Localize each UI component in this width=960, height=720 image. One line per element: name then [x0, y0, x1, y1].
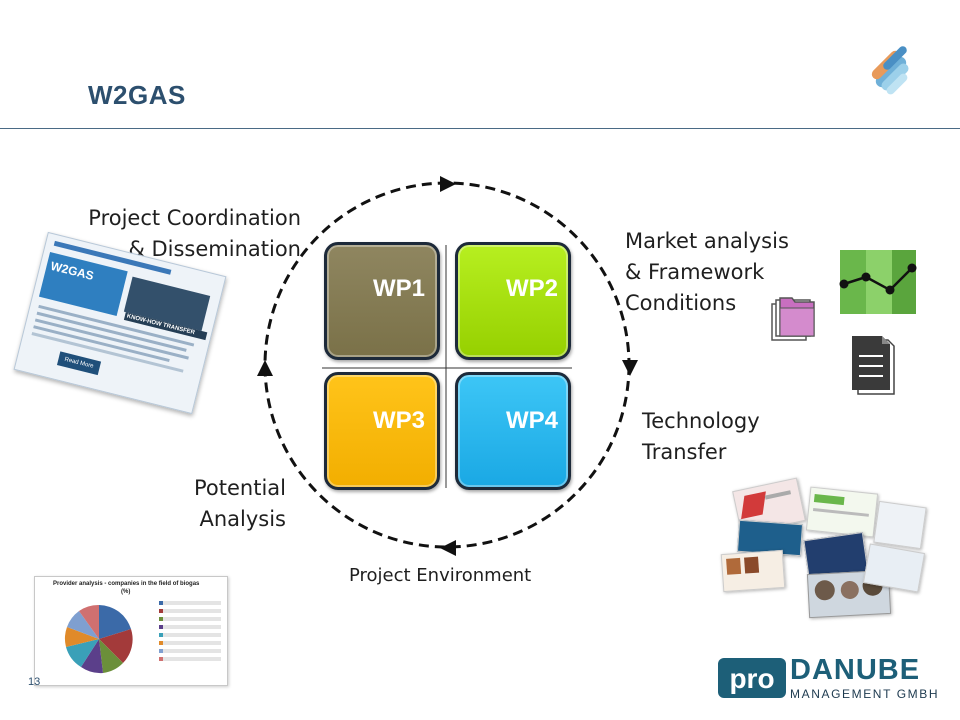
arrow-right	[622, 360, 638, 376]
title-divider	[0, 128, 960, 129]
cycle-diagram	[257, 176, 638, 556]
wp2-box: WP2	[455, 242, 571, 360]
wp1-box: WP1	[324, 242, 440, 360]
wp2-label: WP2	[505, 275, 558, 302]
pro-danube-logo-icon: pro	[718, 658, 786, 698]
label-line: Market analysis	[625, 229, 789, 253]
label-line: & Framework	[625, 260, 765, 284]
arrow-bottom	[440, 540, 456, 556]
label-line: & Dissemination	[128, 237, 301, 261]
line-chart-icon	[839, 250, 917, 314]
wp1-label: WP1	[372, 275, 425, 302]
label-project-environment: Project Environment	[349, 565, 532, 586]
label-line: Transfer	[642, 440, 727, 464]
pie-chart-unit: (%)	[121, 589, 131, 595]
wp3-label: WP3	[372, 407, 425, 434]
logo-mark: pro	[729, 663, 774, 694]
label-line: Project Coordination	[88, 206, 301, 230]
label-line: Analysis	[199, 507, 286, 531]
cycle-dashed-circle	[263, 181, 631, 549]
wp3-box: WP3	[324, 372, 440, 490]
pie-chart-icon: Provider analysis - companies in the fie…	[34, 576, 228, 686]
wp4-label: WP4	[505, 407, 558, 434]
flyer-button: Read More	[56, 351, 101, 376]
wp4-box: WP4	[455, 372, 571, 490]
photo-collage-icon	[716, 477, 927, 619]
page-number: 13	[28, 676, 41, 688]
arrow-top	[440, 176, 456, 192]
arrow-left	[257, 360, 273, 376]
w2gas-logo-icon	[871, 46, 909, 95]
label-line: Potential	[194, 476, 286, 500]
label-potential-analysis: Potential Analysis	[194, 473, 286, 535]
logo-name: DANUBE	[790, 654, 921, 686]
slide-title: W2GAS	[88, 80, 186, 110]
label-line: Conditions	[625, 291, 737, 315]
document-icon	[852, 336, 895, 395]
folder-icon	[771, 297, 815, 341]
label-technology-transfer: Technology Transfer	[642, 406, 760, 468]
pie-chart-title: Provider analysis - companies in the fie…	[53, 581, 200, 587]
logo-subtitle: MANAGEMENT GMBH	[790, 687, 940, 701]
label-market-analysis: Market analysis & Framework Conditions	[625, 226, 789, 319]
label-project-coordination: Project Coordination & Dissemination	[88, 203, 301, 265]
label-line: Technology	[642, 409, 760, 433]
